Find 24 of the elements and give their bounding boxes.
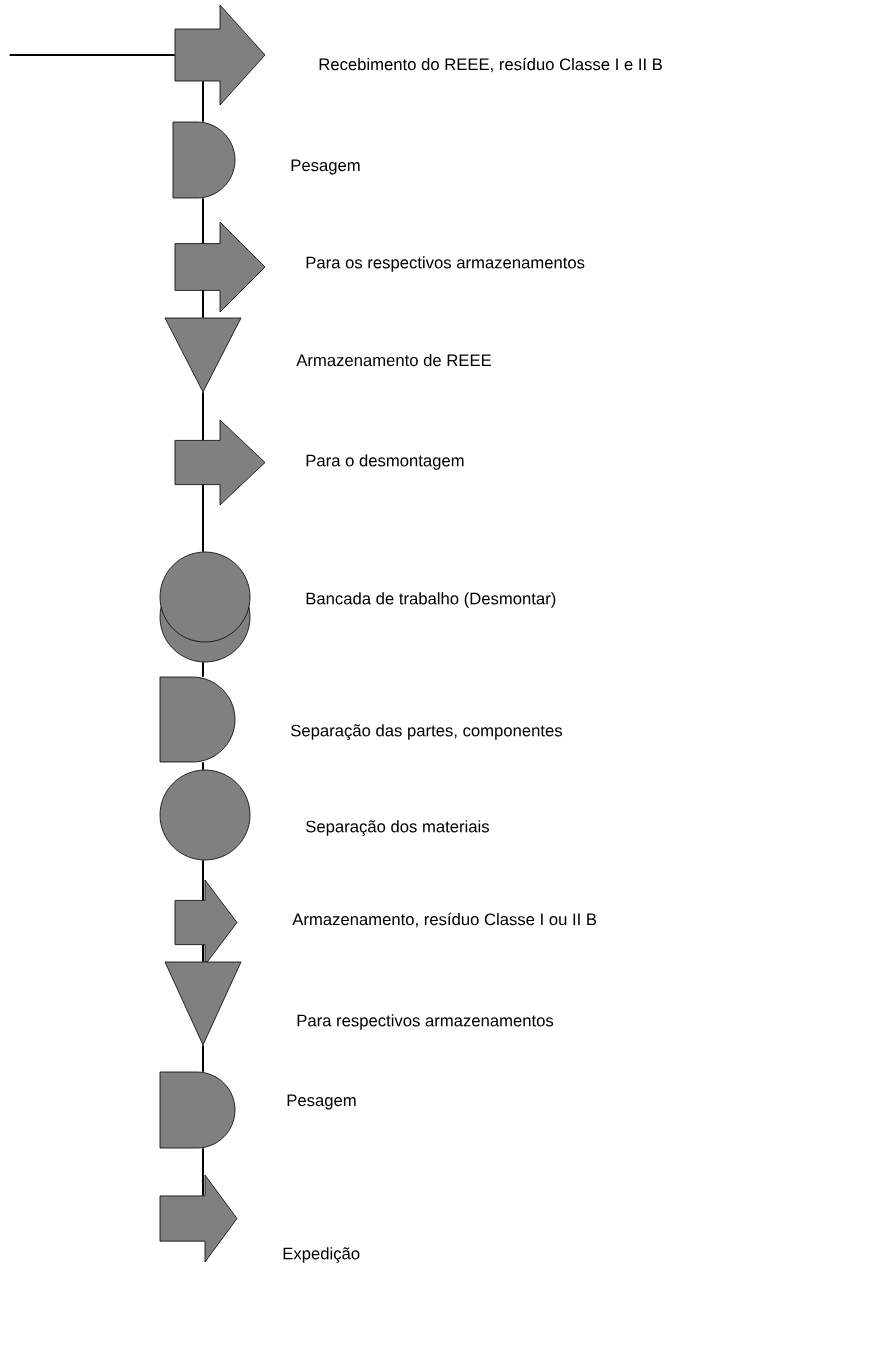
connector-line [202, 483, 204, 553]
connector-line [202, 661, 204, 678]
connector-line [202, 197, 204, 245]
connector-line [202, 761, 204, 771]
step-label: Separação das partes, componentes [291, 724, 562, 740]
step-label: Pesagem [291, 159, 360, 175]
step-label: Recebimento do REEE, resíduo Classe I e II B [319, 57, 662, 73]
connector-line [202, 1044, 204, 1073]
step-label: Armazenamento de REEE [296, 353, 491, 367]
connector-line [202, 391, 204, 442]
connector-line [202, 80, 204, 123]
step-label: Armazenamento, resíduo Classe I ou II B [292, 912, 597, 928]
step-label: Pesagem [287, 1094, 356, 1110]
connector-line [202, 859, 204, 902]
step-label: Expedição [283, 1247, 360, 1263]
step-label: Bancada de trabalho (Desmontar) [306, 592, 556, 608]
step-label: Para os respectivos armazenamentos [306, 256, 585, 272]
connector-line [202, 289, 204, 319]
step-label: Separação dos materiais [306, 820, 489, 836]
connector-line [8, 54, 176, 56]
connector-line [202, 943, 204, 963]
step-label: Para o desmontagem [306, 454, 464, 470]
connector-line [202, 1147, 204, 1197]
step-label: Para respectivos armazenamentos [297, 1014, 554, 1030]
